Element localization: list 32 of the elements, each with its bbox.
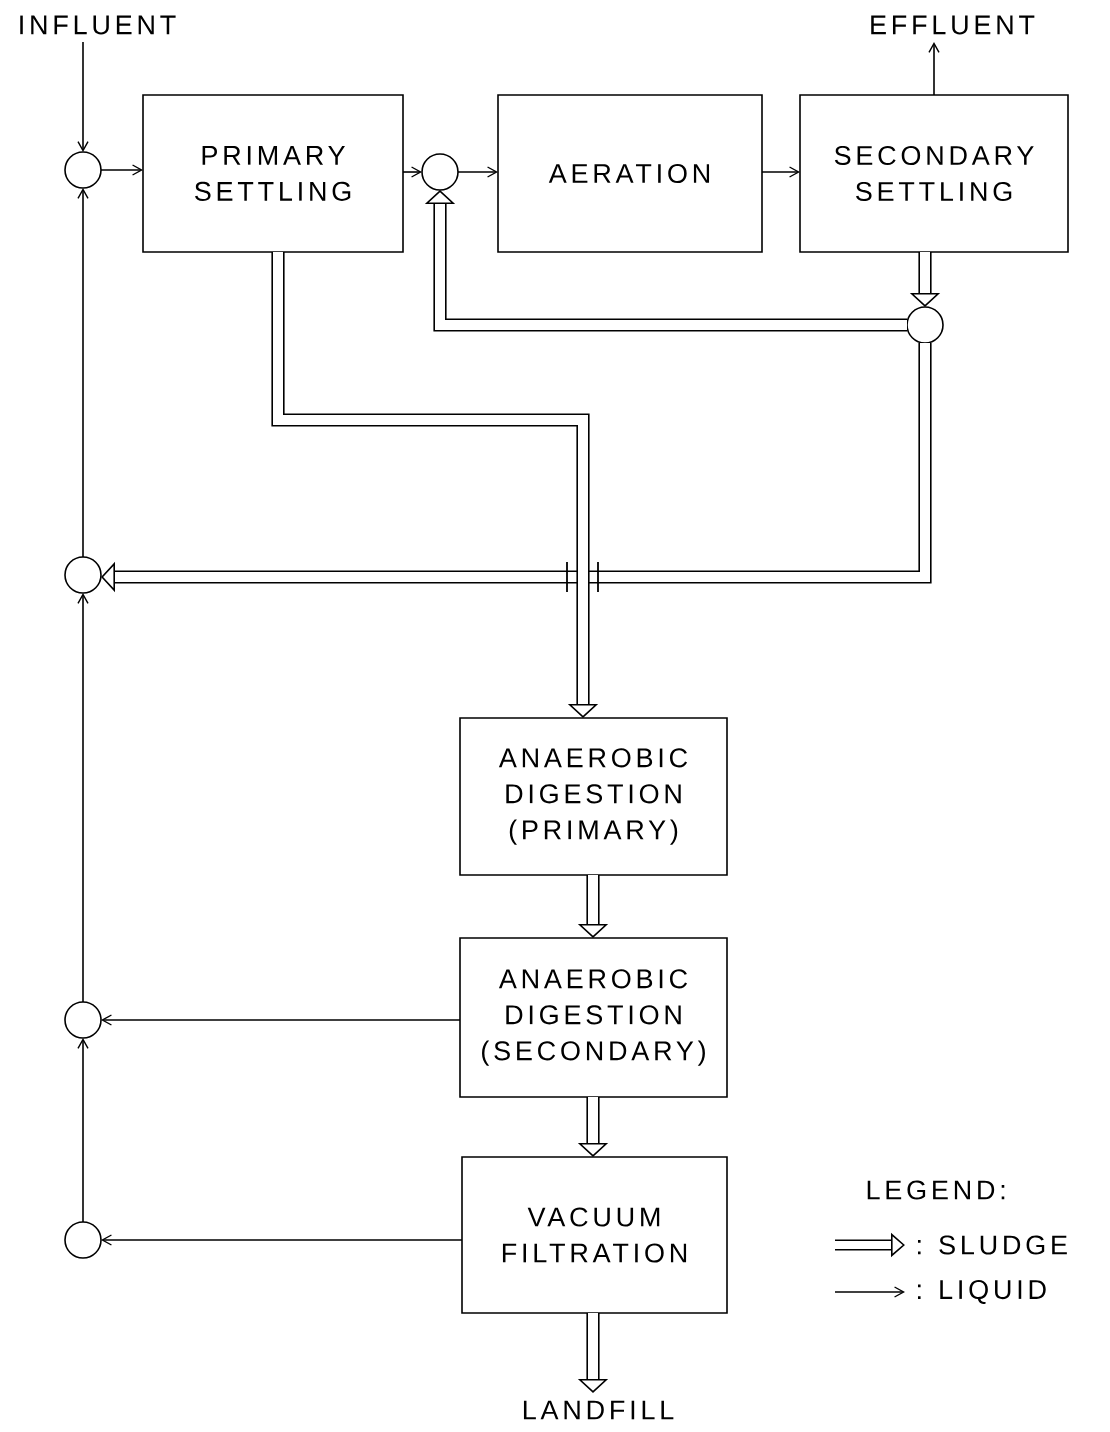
liquid-arrow <box>77 593 89 1003</box>
sludge-arrow <box>101 343 932 593</box>
process-box: AERATION <box>497 94 763 253</box>
liquid-arrow <box>100 164 143 176</box>
stream-label: INFLUENT <box>20 15 176 35</box>
liquid-arrow <box>101 1014 461 1026</box>
liquid-arrow <box>761 166 800 178</box>
process-box: ANAEROBIC DIGESTION (SECONDARY) <box>459 937 728 1098</box>
junction-circle <box>64 151 102 189</box>
stream-label: LANDFILL <box>523 1400 674 1420</box>
process-box: PRIMARY SETTLING <box>142 94 404 253</box>
stream-label: EFFLUENT <box>871 15 1035 35</box>
legend-text: : SLUDGE <box>918 1235 1067 1255</box>
liquid-arrow <box>77 41 89 152</box>
liquid-arrow <box>402 166 422 178</box>
liquid-arrow <box>77 188 89 558</box>
liquid-arrow <box>101 1234 463 1246</box>
process-box: VACUUM FILTRATION <box>461 1156 728 1314</box>
junction-circle <box>64 1221 102 1259</box>
process-box: SECONDARY SETTLING <box>799 94 1069 253</box>
junction-circle <box>64 556 102 594</box>
process-box: ANAEROBIC DIGESTION (PRIMARY) <box>459 717 728 876</box>
sludge-arrow <box>271 252 599 718</box>
junction-circle <box>906 306 944 344</box>
junction-circle <box>64 1001 102 1039</box>
liquid-arrow <box>457 166 498 178</box>
legend-heading: LEGEND: <box>867 1180 1005 1200</box>
junction-circle <box>421 153 459 191</box>
legend-text: : LIQUID <box>918 1280 1046 1304</box>
liquid-arrow <box>77 1038 89 1223</box>
liquid-arrow <box>928 42 940 96</box>
sludge-arrow <box>424 190 907 332</box>
